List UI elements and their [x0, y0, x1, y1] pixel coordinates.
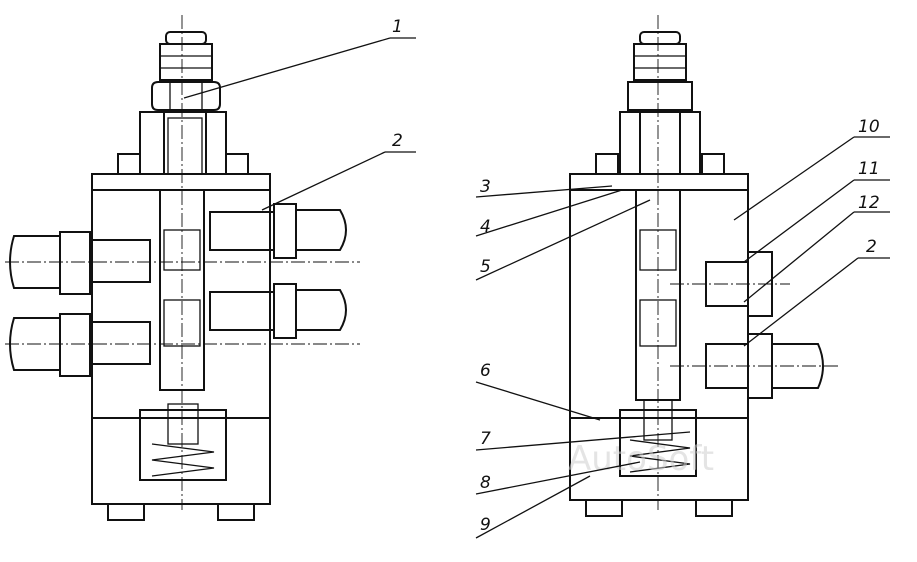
callout-10: 10	[858, 117, 880, 137]
callout-leaders	[183, 37, 890, 539]
callout-2-right: 2	[866, 237, 877, 257]
left-top-fitting	[151, 31, 221, 111]
callout-4: 4	[480, 217, 491, 237]
callout-12: 12	[858, 193, 880, 213]
callout-8: 8	[480, 473, 491, 493]
callout-1: 1	[392, 17, 403, 37]
callout-11: 11	[858, 159, 880, 179]
callout-numbers: 1 2 2 3 4 5 6 7 8 9 10 11 12	[392, 17, 880, 535]
left-view-section	[5, 15, 360, 521]
right-view-section	[569, 15, 840, 517]
callout-6: 6	[480, 361, 491, 381]
callout-2-left: 2	[392, 131, 403, 151]
callout-5: 5	[480, 257, 491, 277]
watermark-text: AutoSoft	[568, 439, 714, 479]
left-left-fittings	[9, 231, 151, 377]
left-right-fittings	[209, 203, 347, 339]
callout-7: 7	[480, 429, 491, 449]
callout-3: 3	[480, 177, 491, 197]
callout-9: 9	[480, 515, 491, 535]
left-spring	[151, 403, 215, 477]
